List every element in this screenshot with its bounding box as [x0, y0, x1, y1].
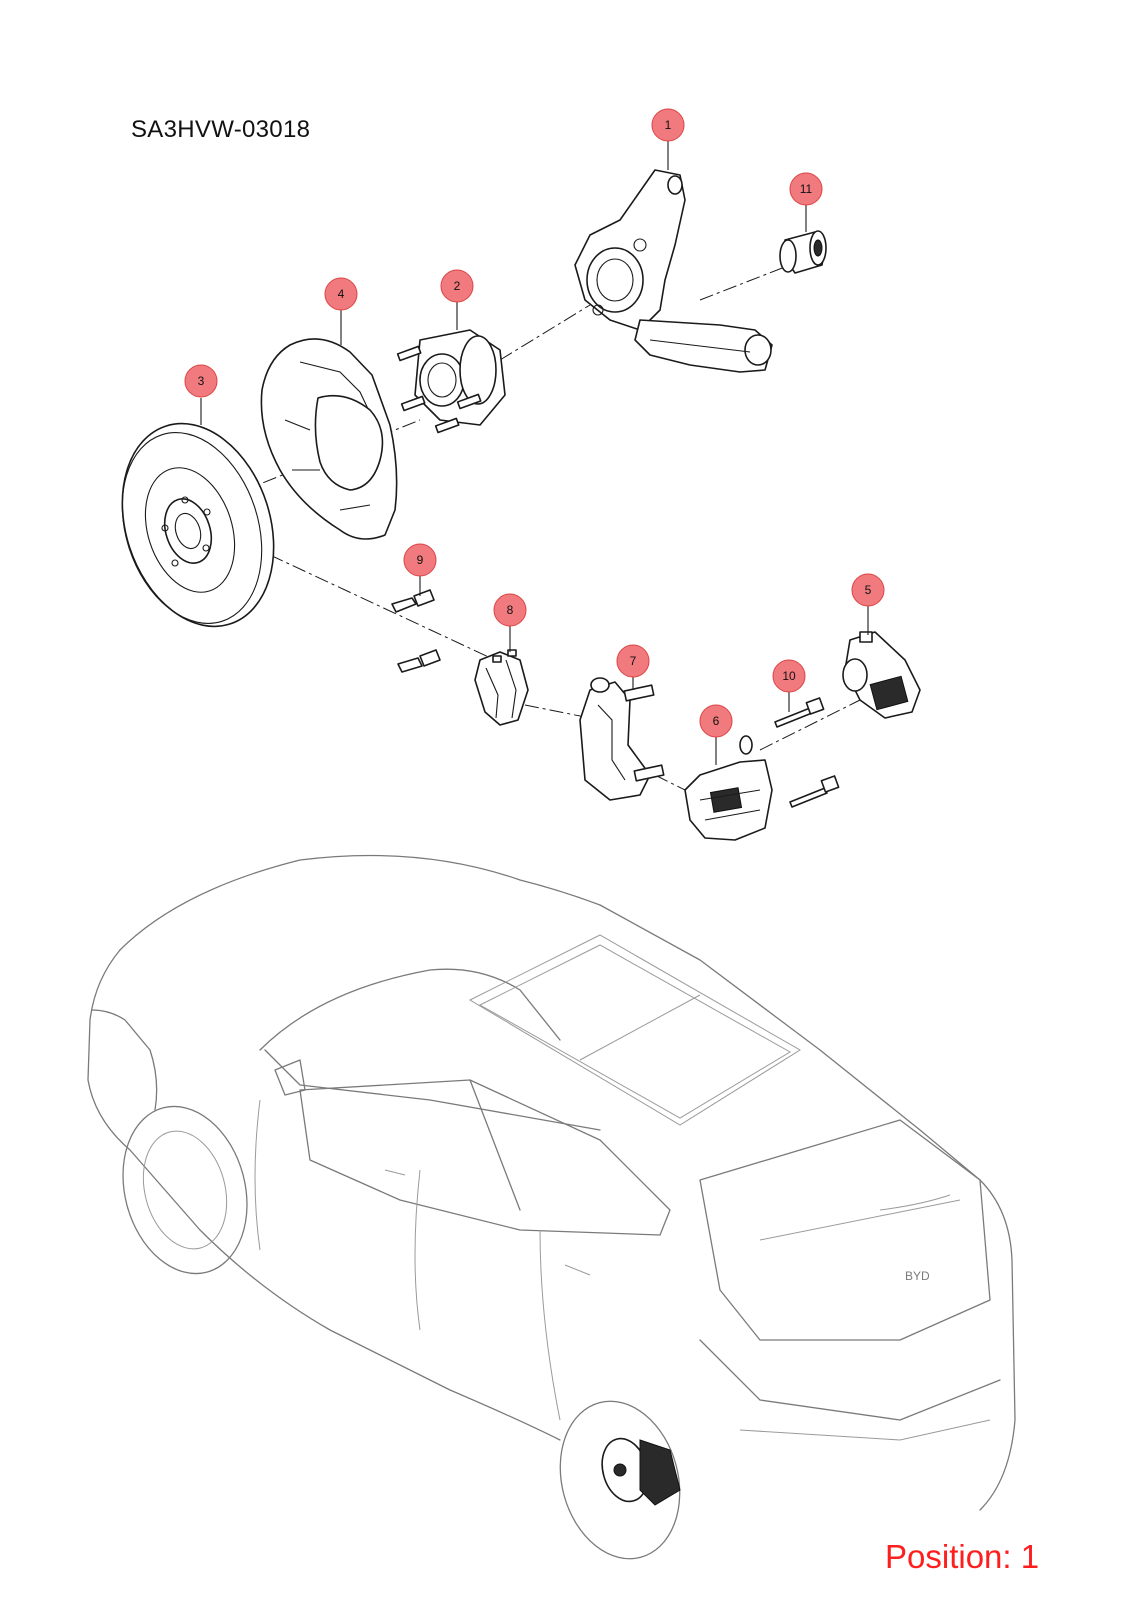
- callout-10-label: 10: [782, 669, 796, 683]
- bushing: [779, 230, 827, 274]
- callout-3: 3: [184, 364, 218, 398]
- callout-4: 4: [324, 277, 358, 311]
- callout-6-label: 6: [713, 714, 720, 728]
- callout-9-label: 9: [417, 553, 424, 567]
- callout-2-label: 2: [454, 279, 461, 293]
- brake-disc: [121, 422, 275, 628]
- callout-5: 5: [851, 573, 885, 607]
- callout-5-label: 5: [865, 583, 872, 597]
- caliper-bracket: [579, 677, 665, 801]
- callout-9: 9: [403, 543, 437, 577]
- vehicle-outline: BYD: [87, 854, 1016, 1560]
- leader-lines: [200, 141, 869, 765]
- callout-2: 2: [440, 269, 474, 303]
- position-label: Position: 1: [885, 1538, 1040, 1575]
- callout-7: 7: [616, 644, 650, 678]
- bolts: [774, 697, 840, 808]
- callout-1: 1: [651, 108, 685, 142]
- diagram-code: SA3HVW-03018: [131, 116, 311, 143]
- callout-6: 6: [699, 704, 733, 738]
- pad-clips: [391, 589, 441, 673]
- epb-motor: [842, 631, 921, 719]
- callout-4-label: 4: [338, 287, 345, 301]
- callout-3-label: 3: [198, 374, 205, 388]
- callout-7-label: 7: [630, 654, 637, 668]
- callout-11: 11: [789, 172, 823, 206]
- callout-1-label: 1: [665, 118, 672, 132]
- brake-pads: [474, 649, 529, 726]
- callout-8: 8: [493, 593, 527, 627]
- wheel-hub: [396, 329, 506, 434]
- badge-logo: BYD: [905, 1269, 930, 1283]
- dust-shield: [260, 338, 398, 540]
- callout-8-label: 8: [507, 603, 514, 617]
- callout-10: 10: [772, 659, 806, 693]
- knuckle-carrier: [574, 169, 773, 373]
- callout-11-label: 11: [800, 182, 813, 196]
- caliper: [684, 735, 773, 841]
